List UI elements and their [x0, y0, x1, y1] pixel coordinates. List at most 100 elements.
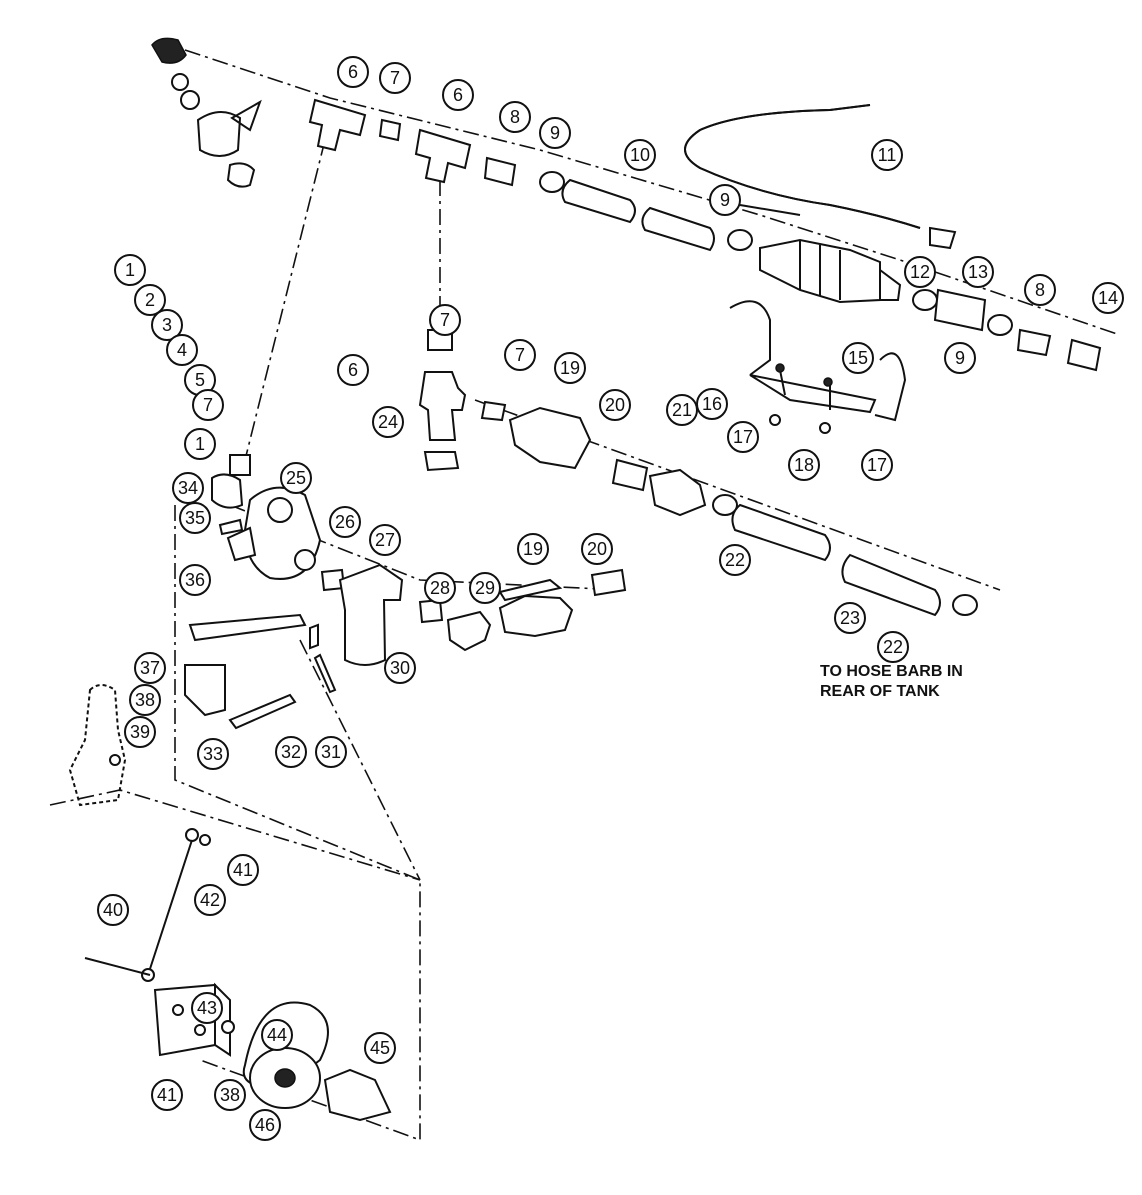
callout-15: 15	[842, 342, 874, 374]
callout-circle	[337, 56, 369, 88]
callout-6: 6	[337, 354, 369, 386]
callout-number: 12	[910, 262, 930, 282]
callout-18: 18	[788, 449, 820, 481]
callout-circle	[280, 462, 312, 494]
callout-number: 20	[587, 539, 607, 559]
callout-9: 9	[944, 342, 976, 374]
callout-21: 21	[666, 394, 698, 426]
callout-1: 1	[184, 428, 216, 460]
callout-circle	[517, 533, 549, 565]
callout-17: 17	[727, 421, 759, 453]
callout-circle	[581, 533, 613, 565]
callout-circle	[709, 184, 741, 216]
callout-number: 2	[145, 290, 155, 310]
top-fittings	[308, 98, 565, 193]
callout-number: 25	[286, 468, 306, 488]
callout-circle	[194, 884, 226, 916]
callout-circle	[504, 339, 536, 371]
callout-number: 42	[200, 890, 220, 910]
callout-circle	[179, 564, 211, 596]
callout-19: 19	[554, 352, 586, 384]
callout-7: 7	[379, 62, 411, 94]
callout-26: 26	[329, 506, 361, 538]
callout-circle	[372, 406, 404, 438]
callout-circle	[179, 502, 211, 534]
callout-number: 1	[125, 260, 135, 280]
callout-40: 40	[97, 894, 129, 926]
callout-32: 32	[275, 736, 307, 768]
callout-circle	[429, 304, 461, 336]
callout-number: 15	[848, 348, 868, 368]
callout-19: 19	[517, 533, 549, 565]
callout-circle	[214, 1079, 246, 1111]
pump-25-assembly	[184, 454, 627, 730]
callout-number: 5	[195, 370, 205, 390]
callout-number: 4	[177, 340, 187, 360]
callout-number: 24	[378, 412, 398, 432]
callout-number: 3	[162, 315, 172, 335]
callout-number: 6	[453, 85, 463, 105]
callout-number: 6	[348, 360, 358, 380]
callout-circle	[842, 342, 874, 374]
callout-number: 36	[185, 570, 205, 590]
callout-circle	[227, 854, 259, 886]
callout-35: 35	[179, 502, 211, 534]
callout-45: 45	[364, 1032, 396, 1064]
callout-39: 39	[124, 716, 156, 748]
callout-number: 22	[883, 637, 903, 657]
callout-circle	[788, 449, 820, 481]
callout-circle	[1024, 274, 1056, 306]
callout-circle	[424, 572, 456, 604]
callout-number: 19	[560, 358, 580, 378]
callout-circle	[166, 334, 198, 366]
callout-circle	[1092, 282, 1124, 314]
callout-number: 45	[370, 1038, 390, 1058]
callout-number: 23	[840, 608, 860, 628]
note-line-1: TO HOSE BARB IN	[820, 663, 963, 680]
callout-20: 20	[581, 533, 613, 565]
callout-4: 4	[166, 334, 198, 366]
callout-41: 41	[227, 854, 259, 886]
callout-number: 31	[321, 742, 341, 762]
callout-24: 24	[372, 406, 404, 438]
callout-25: 25	[280, 462, 312, 494]
callout-number: 1	[195, 434, 205, 454]
callout-20: 20	[599, 389, 631, 421]
callout-number: 40	[103, 900, 123, 920]
callout-8: 8	[499, 101, 531, 133]
callout-number: 16	[702, 394, 722, 414]
callout-number: 38	[135, 690, 155, 710]
callout-44: 44	[261, 1019, 293, 1051]
pump-motor-12	[759, 238, 902, 304]
callout-3: 3	[151, 309, 183, 341]
callout-circle	[197, 738, 229, 770]
callout-number: 39	[130, 722, 150, 742]
callout-number: 29	[475, 578, 495, 598]
callout-number: 8	[1035, 280, 1045, 300]
callout-circle	[624, 139, 656, 171]
callout-number: 28	[430, 578, 450, 598]
callout-9: 9	[709, 184, 741, 216]
callout-31: 31	[315, 736, 347, 768]
callout-6: 6	[337, 56, 369, 88]
callout-number: 41	[233, 860, 253, 880]
callout-number: 37	[140, 658, 160, 678]
callout-2: 2	[134, 284, 166, 316]
note-line-2: REAR OF TANK	[820, 683, 940, 700]
callout-circle	[499, 101, 531, 133]
hoses-23	[712, 494, 978, 617]
callout-number: 30	[390, 658, 410, 678]
callout-circle	[124, 716, 156, 748]
callout-number: 13	[968, 262, 988, 282]
callout-number: 7	[440, 310, 450, 330]
callout-14: 14	[1092, 282, 1124, 314]
callout-number: 6	[348, 62, 358, 82]
callout-13: 13	[962, 256, 994, 288]
callout-circle	[329, 506, 361, 538]
callout-11: 11	[871, 139, 903, 171]
callout-27: 27	[369, 524, 401, 556]
callout-30: 30	[384, 652, 416, 684]
callout-circle	[962, 256, 994, 288]
